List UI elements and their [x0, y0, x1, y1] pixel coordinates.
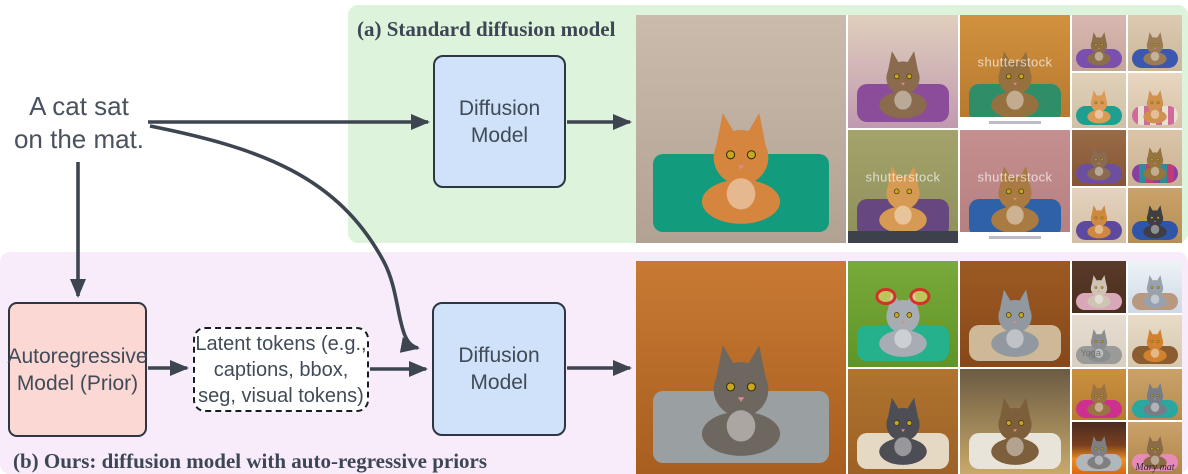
watermark-text: shutterstock	[977, 54, 1053, 70]
sample-column	[960, 261, 1070, 474]
cat-image-tile	[1128, 187, 1182, 243]
mat-label-text: Yoga	[1080, 347, 1101, 358]
mat-label-text: Mary mat	[1135, 461, 1175, 473]
cat-image-tile	[1128, 72, 1182, 128]
cat-silhouette-icon	[1143, 382, 1167, 416]
cat-silhouette-icon	[1087, 274, 1111, 309]
cat-image-tile: shutterstock	[960, 15, 1070, 128]
autoregressive-model-box: Autoregressive Model (Prior)	[7, 302, 148, 437]
panel-b-title: (b) Ours: diffusion model with auto-regr…	[13, 449, 488, 473]
cat-image-tile: Yoga	[1072, 314, 1126, 367]
cat-image-tile	[1072, 130, 1126, 186]
diffusion-bottom-label-2: Model	[470, 371, 528, 394]
latent-tokens-box: Latent tokens (e.g., captions, bbox, seg…	[193, 327, 369, 412]
cat-silhouette-icon	[878, 165, 928, 234]
diffusion-model-box-bottom: Diffusion Model	[432, 302, 566, 436]
cat-image-tile	[1072, 72, 1126, 128]
cat-image-tile	[1128, 261, 1182, 313]
cat-silhouette-icon	[1087, 147, 1111, 181]
glasses-icon	[874, 288, 931, 306]
cat-silhouette-icon	[878, 50, 928, 119]
cat-image-tile	[1072, 187, 1126, 243]
cat-silhouette-icon	[1087, 89, 1111, 124]
latent-label-2: captions, bbox,	[213, 358, 349, 381]
prompt-line-1: A cat sat	[29, 91, 129, 121]
caption-bar	[848, 231, 958, 243]
cat-image-tile	[960, 261, 1070, 367]
diffusion-bottom-label-1: Diffusion	[458, 344, 540, 367]
sample-column	[1128, 15, 1182, 243]
cat-image-tile	[1128, 15, 1182, 71]
cat-image-tile	[848, 261, 958, 367]
prompt-line-2: on the mat.	[13, 124, 145, 154]
cat-silhouette-icon	[990, 397, 1040, 466]
cat-image-tile	[848, 368, 958, 474]
cat-silhouette-icon	[990, 50, 1040, 119]
cat-image-tile: Mary mat	[1128, 422, 1182, 474]
cat-image-tile	[636, 15, 846, 243]
cat-image-tile	[1072, 261, 1126, 313]
cat-image-tile	[1072, 422, 1126, 474]
autoregressive-label-1: Autoregressive	[7, 344, 148, 368]
cat-image-tile	[960, 368, 1070, 474]
caption-bar	[960, 232, 1070, 243]
sample-column	[848, 261, 958, 474]
diffusion-model-box-top: Diffusion Model	[433, 55, 566, 188]
cat-silhouette-icon	[990, 289, 1040, 358]
cat-silhouette-icon	[1143, 274, 1167, 309]
sample-column	[1072, 15, 1126, 243]
cat-image-tile: shutterstock	[848, 130, 958, 243]
cat-silhouette-icon	[1143, 89, 1167, 124]
cat-silhouette-icon	[1143, 328, 1167, 363]
cat-silhouette-icon	[1087, 32, 1111, 66]
latent-label-1: Latent tokens (e.g.,	[195, 332, 367, 355]
caption-bar	[960, 117, 1070, 128]
sample-column: Mary mat	[1128, 261, 1182, 474]
cat-silhouette-icon	[1143, 204, 1167, 239]
cat-image-tile: shutterstock	[960, 130, 1070, 243]
watermark-text: shutterstock	[977, 169, 1053, 185]
cat-silhouette-icon	[990, 165, 1040, 234]
cat-silhouette-icon	[1143, 32, 1167, 66]
cat-silhouette-icon	[1087, 204, 1111, 239]
generated-samples-top: shutterstock shutterstock shutterstock	[636, 15, 1182, 243]
cat-image-tile	[636, 261, 846, 474]
cat-image-tile	[1128, 130, 1182, 186]
diffusion-top-label-2: Model	[470, 123, 529, 147]
cat-image-tile	[1128, 314, 1182, 367]
generated-samples-bottom: Yoga	[636, 261, 1182, 474]
cat-silhouette-icon	[1087, 382, 1111, 416]
cat-silhouette-icon	[878, 289, 928, 358]
watermark-text: shutterstock	[865, 169, 941, 185]
sample-column: shutterstock	[848, 15, 958, 243]
cat-image-tile	[1128, 368, 1182, 421]
autoregressive-label-2: Model (Prior)	[16, 371, 139, 395]
prompt-text: A cat sat on the mat.	[0, 90, 158, 156]
panel-a-title: (a) Standard diffusion model	[357, 17, 616, 41]
cat-image-tile	[1072, 15, 1126, 71]
cat-image-tile	[1072, 368, 1126, 421]
sample-column: shutterstock shutterstock	[960, 15, 1070, 243]
cat-silhouette-icon	[701, 344, 781, 457]
cat-silhouette-icon	[1087, 436, 1111, 470]
cat-image-tile	[848, 15, 958, 128]
cat-silhouette-icon	[701, 112, 781, 225]
diffusion-top-label-1: Diffusion	[458, 96, 541, 120]
cat-silhouette-icon	[1143, 147, 1167, 181]
sample-column: Yoga	[1072, 261, 1126, 474]
cat-silhouette-icon	[878, 397, 928, 466]
arrow-prompt-to-bottom-diffusion-curve	[149, 124, 420, 353]
latent-label-3: seg, visual tokens)	[198, 384, 364, 407]
